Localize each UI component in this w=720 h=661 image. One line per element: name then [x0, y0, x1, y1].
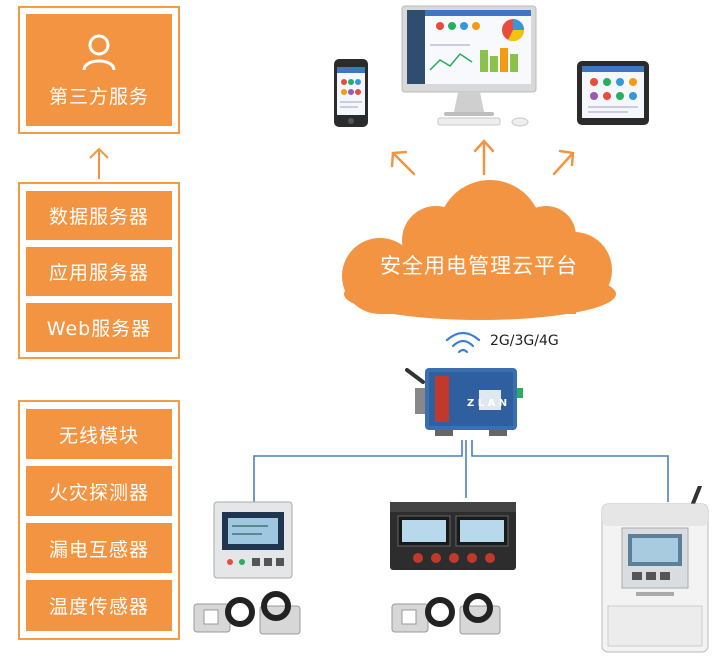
server-box-web: Web服务器 — [26, 303, 172, 352]
wifi-signal-icon — [445, 331, 481, 354]
meter-device-1 — [213, 501, 293, 579]
sensor-box-fire: 火灾探测器 — [26, 466, 172, 516]
upload-arrows — [390, 139, 575, 176]
cloud-label: 安全用电管理云平台 — [380, 254, 578, 278]
gateway-device: Z L A N — [405, 368, 523, 436]
network-label: 2G/3G/4G — [490, 333, 559, 349]
third-party-label: 第三方服务 — [48, 85, 149, 108]
connection-lines — [253, 440, 669, 508]
user-icon — [82, 34, 116, 70]
tablet-device — [577, 61, 649, 125]
sensor-box-wireless: 无线模块 — [26, 409, 172, 459]
meter-device-2 — [390, 502, 516, 570]
server-box-app: 应用服务器 — [26, 247, 172, 296]
cloud-platform — [342, 180, 616, 320]
sensor-box-temperature: 温度传感器 — [26, 580, 172, 631]
current-transformer-group-2 — [391, 593, 501, 635]
arrow-up-icon — [89, 147, 109, 179]
server-box-data: 数据服务器 — [26, 191, 172, 240]
phone-device — [334, 59, 368, 127]
monitor-device — [401, 5, 537, 127]
third-party-box: 第三方服务 — [26, 14, 172, 126]
meter-device-3 — [601, 486, 709, 653]
sensor-box-leakage: 漏电互感器 — [26, 523, 172, 573]
current-transformer-group-1 — [193, 591, 301, 635]
